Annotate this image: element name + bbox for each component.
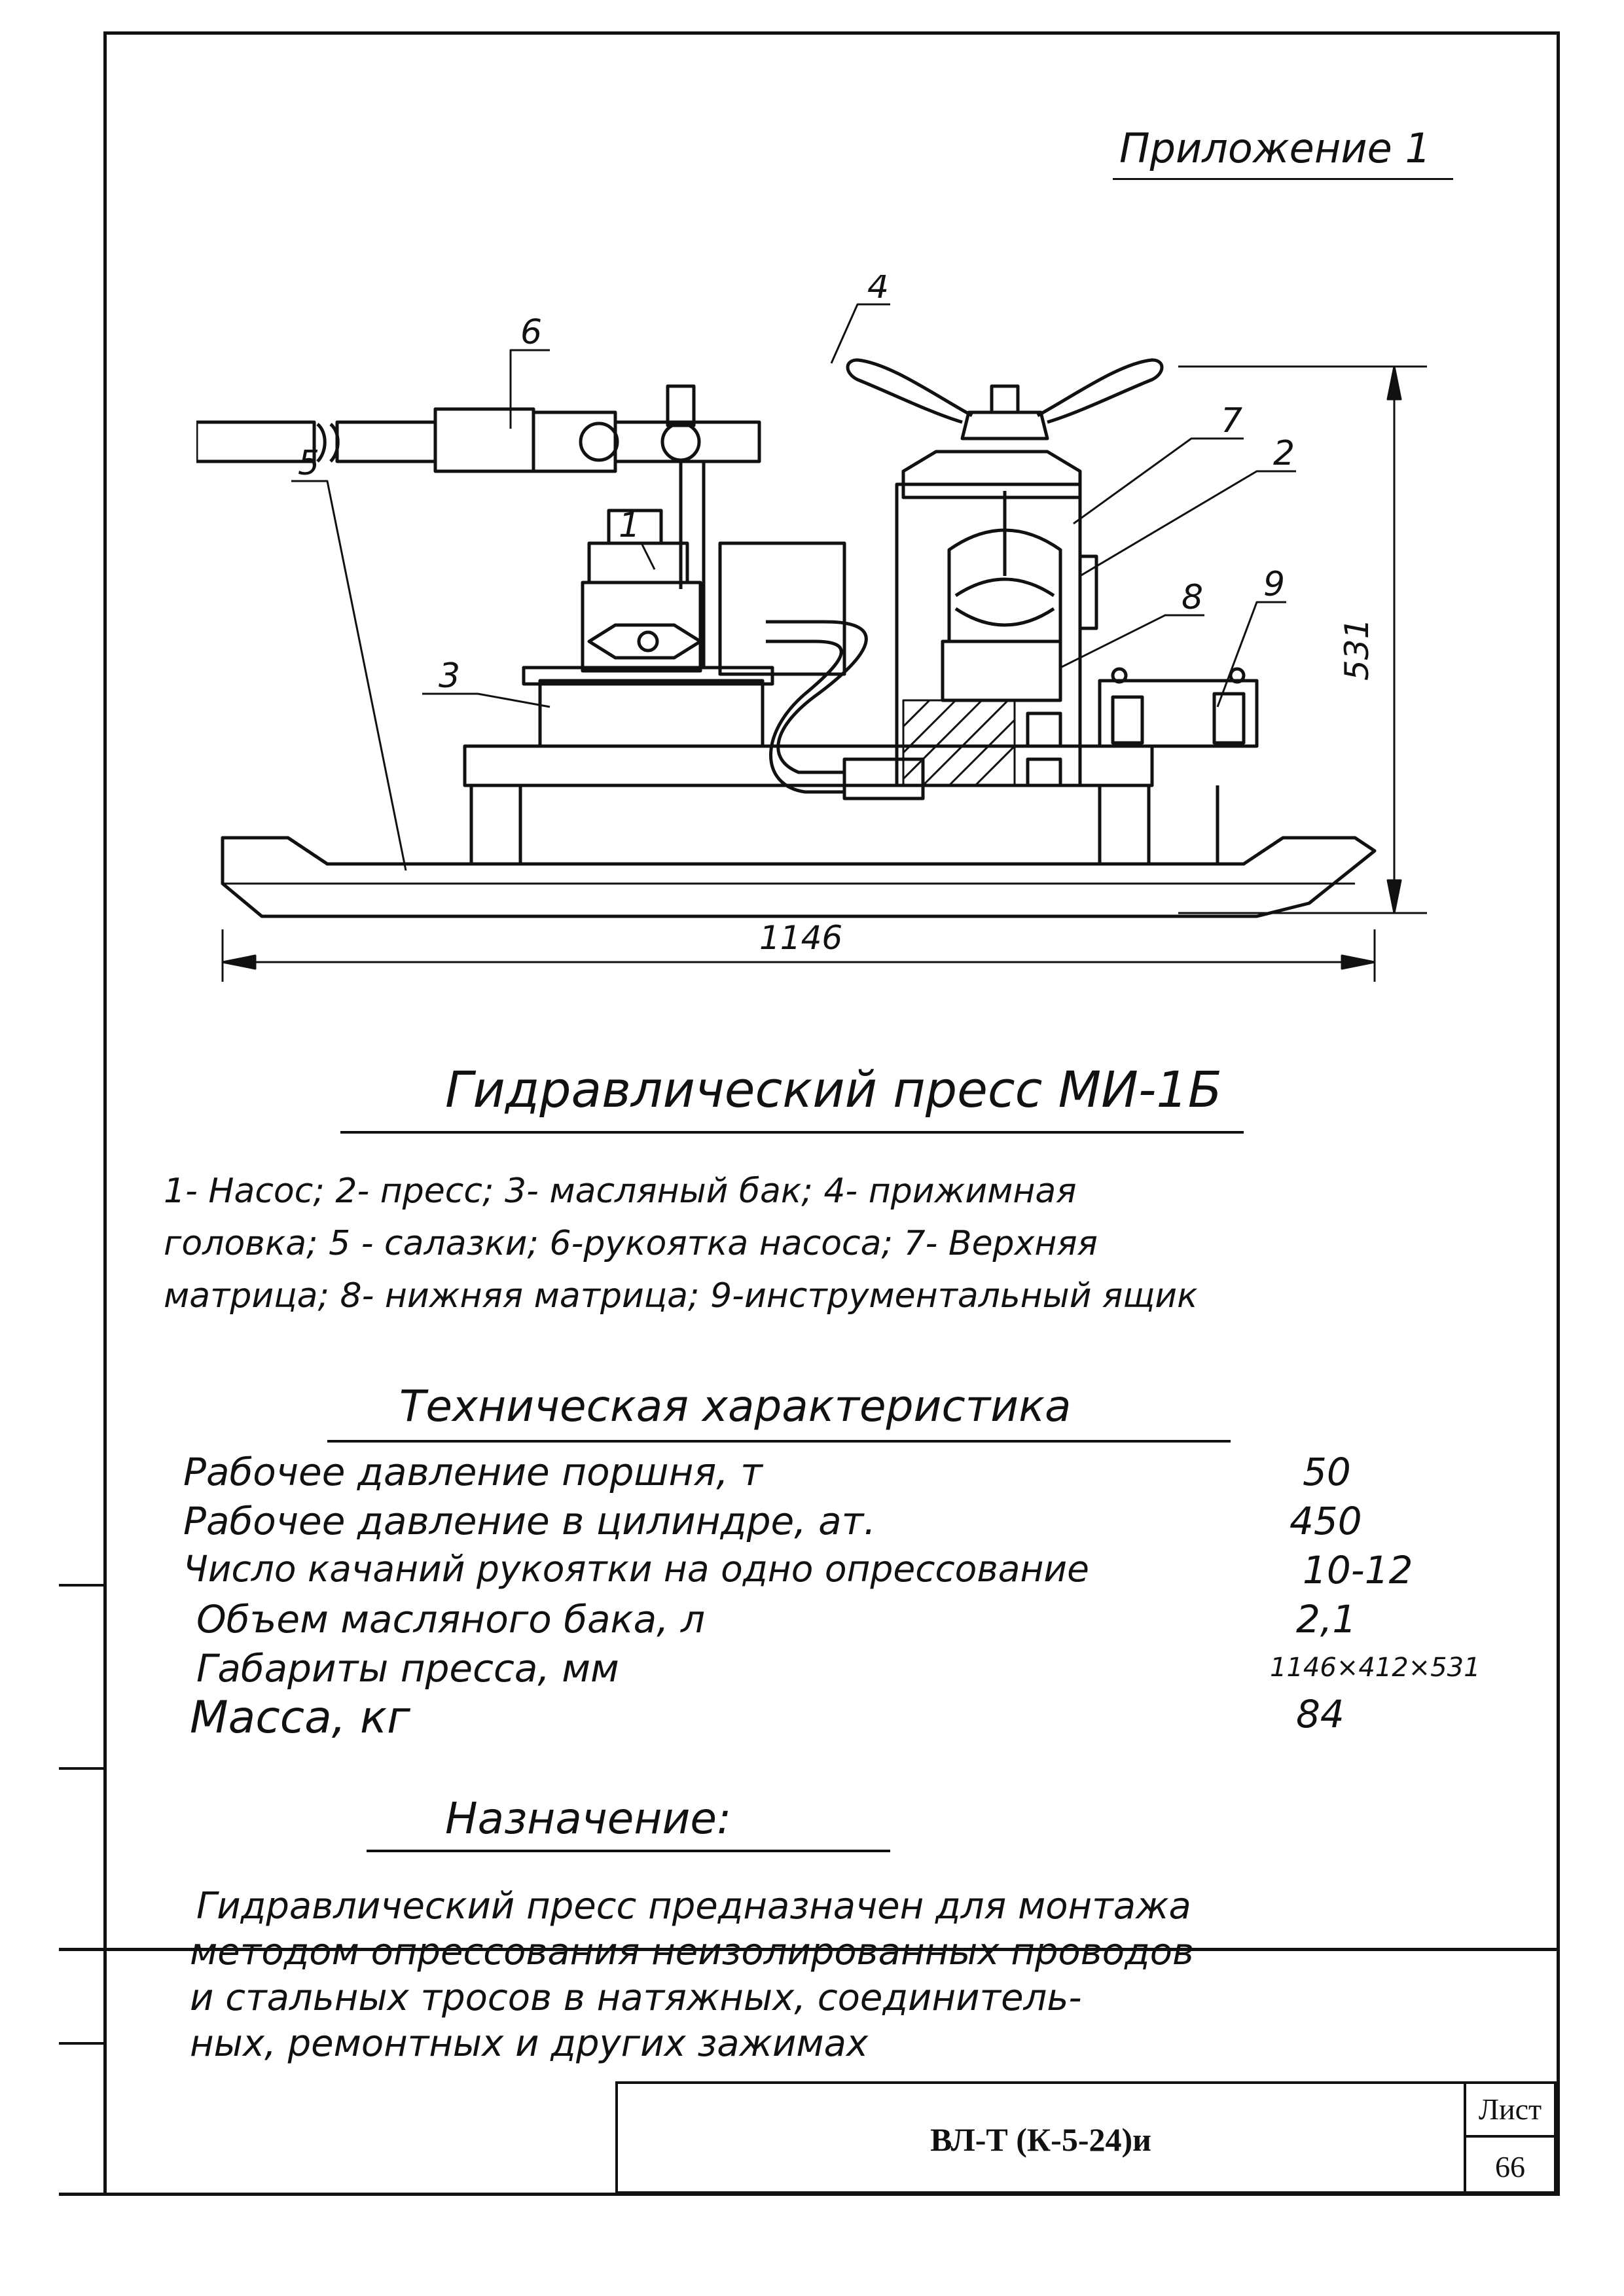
callout-4: 4 xyxy=(867,275,889,306)
pump-handle xyxy=(196,420,316,463)
stamp-sheet-number-cell: 66 xyxy=(1464,2135,1557,2194)
callout-9: 9 xyxy=(1263,565,1285,604)
spec-label: Рабочее давление поршня, т xyxy=(183,1450,763,1494)
specs-underline xyxy=(327,1440,1231,1443)
callout-1: 1 xyxy=(619,506,640,545)
frame-bottom-outer xyxy=(59,2193,1560,2196)
spec-row: Объем масляного бака, л 2,1 xyxy=(183,1597,1525,1644)
legend-line-2: головка; 5 - салазки; 6-рукоятка насоса;… xyxy=(164,1224,1098,1263)
legend-line-3: матрица; 8- нижняя матрица; 9-инструмент… xyxy=(164,1276,1198,1316)
tool-box xyxy=(1098,679,1259,748)
spec-value: 1146×412×531 xyxy=(1270,1653,1481,1683)
callout-6: 6 xyxy=(520,313,542,352)
spec-value: 450 xyxy=(1290,1499,1362,1543)
frame-left-lower xyxy=(103,1948,107,2195)
dimension-length: 1146 xyxy=(759,919,842,957)
spec-label: Масса, кг xyxy=(190,1692,410,1744)
stamp-sheet-label: Лист xyxy=(1478,2092,1542,2126)
stamp-sheet-label-cell: Лист xyxy=(1464,2081,1557,2138)
margin-tick xyxy=(59,1767,105,1770)
callout-3: 3 xyxy=(439,656,460,696)
callout-8: 8 xyxy=(1182,578,1203,617)
stamp-designation: ВЛ-Т (К-5-24)и xyxy=(930,2121,1151,2158)
spec-label: Габариты пресса, мм xyxy=(196,1646,619,1691)
frame-left xyxy=(103,31,107,1949)
frame-right-lower xyxy=(1557,1948,1560,2195)
spec-value: 2,1 xyxy=(1296,1597,1357,1641)
oil-tank xyxy=(538,679,765,748)
title-underline xyxy=(340,1131,1244,1134)
callout-2: 2 xyxy=(1273,434,1295,473)
clamp-head xyxy=(960,410,1049,440)
base-platform xyxy=(463,744,1154,787)
stamp-sheet-number: 66 xyxy=(1495,2150,1525,2183)
frame-bottom xyxy=(59,1948,1560,1951)
spec-label: Рабочее давление в цилиндре, ат. xyxy=(183,1499,876,1543)
spec-value: 10-12 xyxy=(1303,1548,1413,1592)
spec-row: Рабочее давление в цилиндре, ат. 450 xyxy=(183,1499,1525,1546)
purpose-line-1: Гидравлический пресс предназначен для мо… xyxy=(196,1885,1191,1928)
spec-value: 50 xyxy=(1303,1450,1351,1494)
frame-top xyxy=(103,31,1560,35)
frame-right xyxy=(1557,31,1560,1949)
spec-row: Число качаний рукоятки на одно опрессова… xyxy=(183,1548,1525,1595)
callout-5: 5 xyxy=(298,444,319,483)
press-body xyxy=(895,482,1082,787)
callout-7: 7 xyxy=(1221,401,1242,440)
spec-value: 84 xyxy=(1296,1692,1344,1736)
specs-heading: Техническая характеристика xyxy=(399,1381,1072,1431)
dimension-height: 531 xyxy=(1338,619,1376,681)
skid-base xyxy=(221,836,1377,918)
legend-line-1: 1- Насос; 2- пресс; 3- масляный бак; 4- … xyxy=(164,1172,1077,1211)
drawing-title: Гидравлический пресс МИ-1Б xyxy=(445,1060,1222,1119)
purpose-line-4: ных, ремонтных и других зажимах xyxy=(190,2022,869,2065)
purpose-line-3: и стальных тросов в натяжных, соединител… xyxy=(190,1977,1082,2019)
margin-tick xyxy=(59,1584,105,1587)
spec-row: Рабочее давление поршня, т 50 xyxy=(183,1450,1525,1497)
spec-row: Габариты пресса, мм 1146×412×531 xyxy=(183,1646,1525,1693)
purpose-line-2: методом опрессования неизолированных про… xyxy=(190,1931,1195,1973)
appendix-label: Приложение 1 xyxy=(1119,124,1431,172)
press-drawing: 1 2 3 4 5 6 7 8 9 1146 531 xyxy=(196,275,1427,982)
margin-tick xyxy=(59,2042,105,2045)
appendix-underline xyxy=(1113,178,1453,180)
spec-row: Масса, кг 84 xyxy=(183,1692,1525,1744)
spec-label: Объем масляного бака, л xyxy=(196,1597,706,1641)
purpose-underline xyxy=(367,1850,890,1852)
stamp-designation-cell: ВЛ-Т (К-5-24)и xyxy=(615,2081,1466,2194)
spec-label: Число качаний рукоятки на одно опрессова… xyxy=(183,1548,1089,1590)
hose xyxy=(766,620,868,774)
purpose-heading: Назначение: xyxy=(445,1793,732,1844)
